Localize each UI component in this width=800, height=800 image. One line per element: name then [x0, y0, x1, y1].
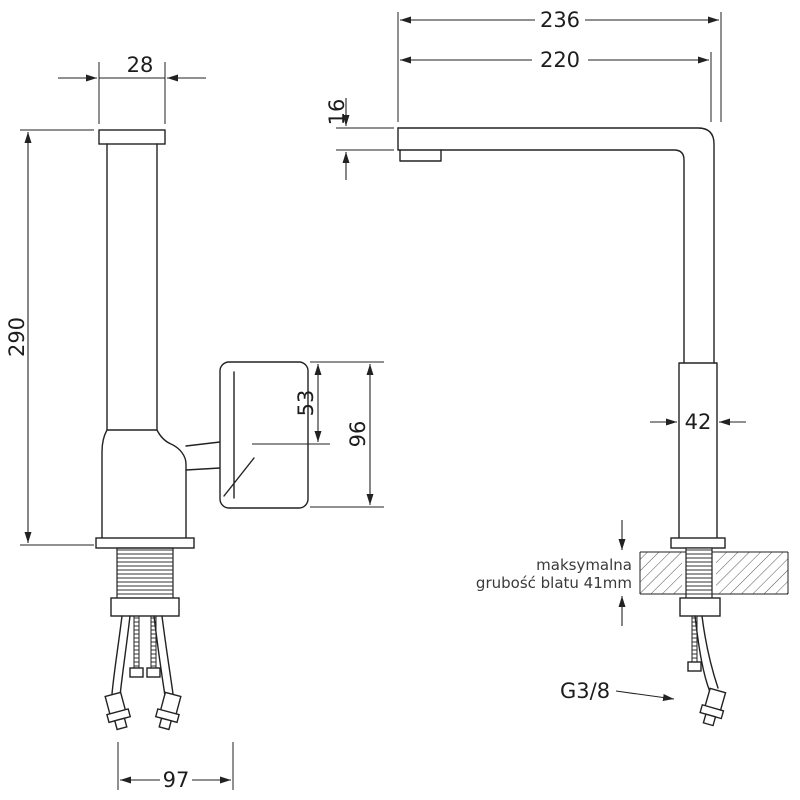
dim-spout-reach: 220 [400, 48, 712, 122]
dim-handle-height-label: 96 [346, 421, 370, 448]
dim-spout-overall-reach-label: 236 [540, 8, 580, 32]
spout-outline [397, 127, 715, 364]
countertop-thickness: maksymalna grubość blatu 41mm [476, 520, 632, 626]
countertop-section [639, 551, 789, 595]
dim-body-width: 42 [650, 410, 746, 434]
dim-top-width-label: 28 [127, 53, 154, 77]
hose-fitting-left [104, 691, 132, 731]
mounting-nut-side [679, 597, 721, 617]
countertop-note-line1: maksymalna [536, 556, 632, 574]
handle [185, 361, 309, 509]
base-flange-front [95, 537, 195, 549]
handle-paddle [219, 361, 309, 509]
hose-right [153, 615, 174, 697]
stud-nut-side [687, 661, 702, 672]
mounting-nut-front [110, 597, 180, 617]
mounting-front [104, 547, 182, 731]
dim-top-width: 28 [58, 53, 206, 124]
hose-fitting-right [154, 691, 182, 731]
thread-callout: G3/8 [560, 679, 675, 703]
dim-base-spread-label: 97 [163, 768, 190, 792]
side-view: 236 220 16 42 maksymalna grubość bla [325, 8, 789, 727]
mounting-side [679, 547, 727, 727]
dim-spout-height: 16 [325, 98, 394, 180]
aerator [399, 149, 442, 162]
stud-nut-right [146, 667, 161, 678]
thread-label: G3/8 [560, 679, 610, 703]
dim-spout-height-label: 16 [325, 99, 349, 126]
spout-stem [106, 143, 158, 431]
hose-left [111, 615, 131, 697]
dim-total-height: 290 [5, 129, 94, 546]
spout-cap [98, 129, 166, 145]
hose-fitting-side [699, 687, 727, 727]
dim-base-spread: 97 [117, 742, 234, 792]
threaded-shank-side [685, 547, 713, 605]
dim-total-height-label: 290 [5, 317, 29, 357]
dim-handle-upper: 53 [252, 361, 384, 445]
hose-side [694, 615, 719, 693]
threaded-shank-front [116, 547, 174, 605]
faucet-body-front [95, 429, 195, 549]
base-flange-side [670, 537, 726, 549]
dim-handle-upper-label: 53 [294, 390, 318, 417]
countertop-note-line2: grubość blatu 41mm [476, 574, 632, 592]
dim-handle-height: 96 [310, 364, 384, 508]
dim-spout-reach-label: 220 [540, 48, 580, 72]
faucet-body-side [670, 362, 726, 549]
mounting-stud-left [133, 615, 140, 675]
dim-spout-overall-reach: 236 [397, 8, 722, 122]
stud-nut-left [129, 667, 144, 678]
dim-body-width-label: 42 [685, 410, 712, 434]
front-view: 28 290 53 96 97 [5, 53, 384, 792]
